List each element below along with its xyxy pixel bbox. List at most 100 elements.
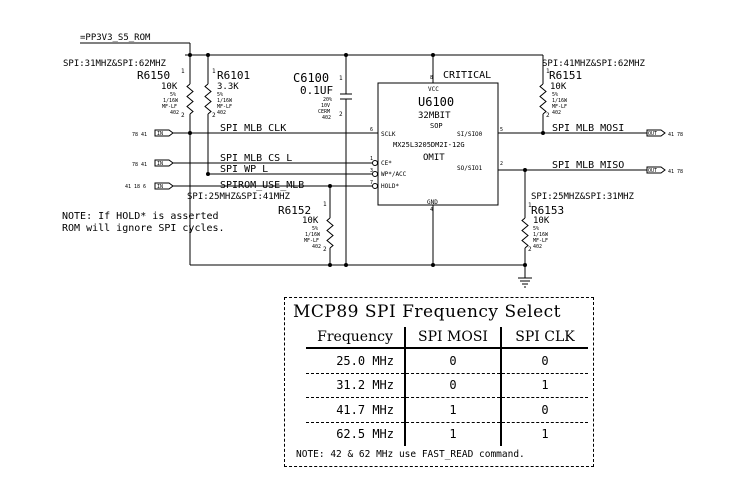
- clk-cell: 1: [500, 373, 588, 398]
- net-use: SPIROM_USE_MLB: [220, 180, 304, 191]
- table-row: 62.5 MHz 1 1: [306, 422, 588, 446]
- r6153-power: 1/16W: [533, 232, 549, 238]
- clk-cell: 0: [500, 397, 588, 423]
- pin-so-num: 2: [500, 161, 503, 167]
- r6152-power: 1/16W: [305, 232, 321, 238]
- port-mosi-out: [646, 129, 666, 137]
- c6100-ref: C6100: [293, 71, 329, 85]
- r6153-pin2: 2: [528, 246, 532, 253]
- mosi-cell: 0: [404, 348, 501, 374]
- clk-cell: 0: [500, 348, 588, 374]
- hold-note-line1: NOTE: If HOLD* is asserted: [62, 211, 219, 222]
- r6101-tol: 5%: [217, 92, 223, 98]
- ic-gnd-label: GND: [427, 199, 438, 206]
- r6153-body: [521, 217, 529, 249]
- pin-ce-num: 1: [370, 156, 373, 162]
- junction: [523, 263, 527, 267]
- ic-critical-tag: CRITICAL: [443, 70, 491, 81]
- c6100-pkg: 402: [322, 115, 331, 121]
- r6153-pkg: 402: [533, 244, 542, 250]
- port-mosi-ref: 41 78: [668, 132, 683, 138]
- frequency-table-note: NOTE: 42 & 62 MHz use FAST_READ command.: [296, 449, 525, 460]
- pin-sclk-num: 6: [370, 127, 373, 133]
- port-clk-ref: 78 41: [132, 132, 147, 138]
- pin-so: SO/SIO1: [457, 165, 483, 172]
- net-mosi: SPI_MLB_MOSI: [552, 123, 624, 134]
- r6101-body: [204, 83, 212, 115]
- r6150-type: MF-LF: [162, 104, 177, 110]
- ic-vcc-label: VCC: [428, 86, 439, 93]
- r6152-type: MF-LF: [304, 238, 319, 244]
- r6152-note: SPI:25MHZ&SPI:41MHZ: [187, 192, 291, 202]
- r6153-value: 10K: [533, 216, 550, 226]
- freq-cell: 41.7 MHz: [306, 397, 405, 423]
- c6100-type: CERM: [318, 109, 330, 115]
- table-row: 25.0 MHz 0 0: [306, 348, 588, 374]
- r6101-value: 3.3K: [217, 82, 239, 92]
- r6151-tol: 5%: [552, 92, 558, 98]
- r6150-pin2: 2: [181, 112, 185, 119]
- pin-sclk: SCLK: [381, 131, 396, 138]
- port-clk-in: [154, 129, 174, 137]
- mosi-cell: 0: [404, 373, 501, 398]
- r6153-type: MF-LF: [533, 238, 548, 244]
- r6151-pkg: 402: [552, 110, 561, 116]
- net-clk: SPI_MLB_CLK: [220, 123, 286, 134]
- pin-hold: HOLD*: [381, 183, 399, 190]
- port-miso-out: [646, 166, 666, 174]
- r6152-tol: 5%: [312, 226, 318, 232]
- r6151-body: [539, 83, 547, 115]
- frequency-table-title: MCP89 SPI Frequency Select: [293, 302, 561, 322]
- port-clk-in-label: IN: [157, 131, 163, 137]
- r6150-body: [186, 83, 194, 115]
- header-spi-mosi: SPI MOSI: [404, 327, 501, 349]
- r6150-ref: R6150: [137, 69, 170, 82]
- power-rail-label: =PP3V3_S5_ROM: [80, 33, 151, 43]
- ic-part-number: MX25L3205DM2I-12G: [393, 141, 465, 149]
- port-mosi-out-label: OUT: [648, 131, 657, 137]
- net-miso: SPI_MLB_MISO: [552, 160, 624, 171]
- r6151-ref: R6151: [549, 69, 582, 82]
- c6100-value: 0.1UF: [300, 84, 333, 97]
- r6151-type: MF-LF: [552, 104, 567, 110]
- freq-cell: 62.5 MHz: [336, 427, 394, 442]
- junction: [328, 263, 332, 267]
- ic-vcc-pin-num: 8: [430, 75, 433, 81]
- u6100-body: [377, 82, 499, 206]
- r6101-ref: R6101: [217, 69, 250, 82]
- mosi-cell: 1: [404, 397, 501, 423]
- port-use-in-label: IN: [157, 184, 163, 190]
- r6101-pkg: 402: [217, 110, 226, 116]
- port-use-in: [154, 182, 174, 190]
- hold-bubble: [372, 183, 378, 189]
- r6150-note: SPI:31MHZ&SPI:62MHZ: [63, 59, 167, 69]
- r6152-ref: R6152: [278, 204, 311, 217]
- freq-cell: 25.0 MHz: [306, 348, 405, 374]
- r6151-power: 1/16W: [552, 98, 568, 104]
- ic-gnd-pin-num: 4: [430, 207, 433, 213]
- r6152-pin1: 1: [323, 201, 327, 208]
- table-row: 31.2 MHz 0 1: [306, 373, 588, 398]
- ce-bubble: [372, 160, 378, 166]
- c6100-pin2: 2: [339, 111, 343, 118]
- c6100-voltage: 10V: [321, 103, 330, 109]
- table-row: 41.7 MHz 1 0: [306, 397, 588, 423]
- table-header-row: Frequency SPI MOSI SPI CLK: [306, 327, 588, 349]
- port-miso-out-label: OUT: [648, 168, 657, 174]
- r6150-tol: 5%: [170, 92, 176, 98]
- c6100-tol: 20%: [323, 97, 332, 103]
- r6152-value: 10K: [302, 216, 319, 226]
- ic-desc: 32MBIT: [418, 111, 451, 121]
- r6153-note: SPI:25MHZ&SPI:31MHZ: [531, 192, 635, 202]
- pin-wp: WP*/ACC: [381, 171, 407, 178]
- port-cs-in: [154, 159, 174, 167]
- frequency-select-box: MCP89 SPI Frequency Select Frequency SPI…: [284, 297, 594, 467]
- pin-ce: CE*: [381, 160, 392, 167]
- r6150-power: 1/16W: [163, 98, 179, 104]
- r6150-value: 10K: [161, 82, 178, 92]
- pin-hold-num: 7: [370, 180, 373, 186]
- header-spi-clk: SPI CLK: [500, 327, 588, 349]
- r6152-body: [326, 217, 334, 249]
- r6152-pin2: 2: [323, 246, 327, 253]
- ic-omit: OMIT: [423, 153, 445, 163]
